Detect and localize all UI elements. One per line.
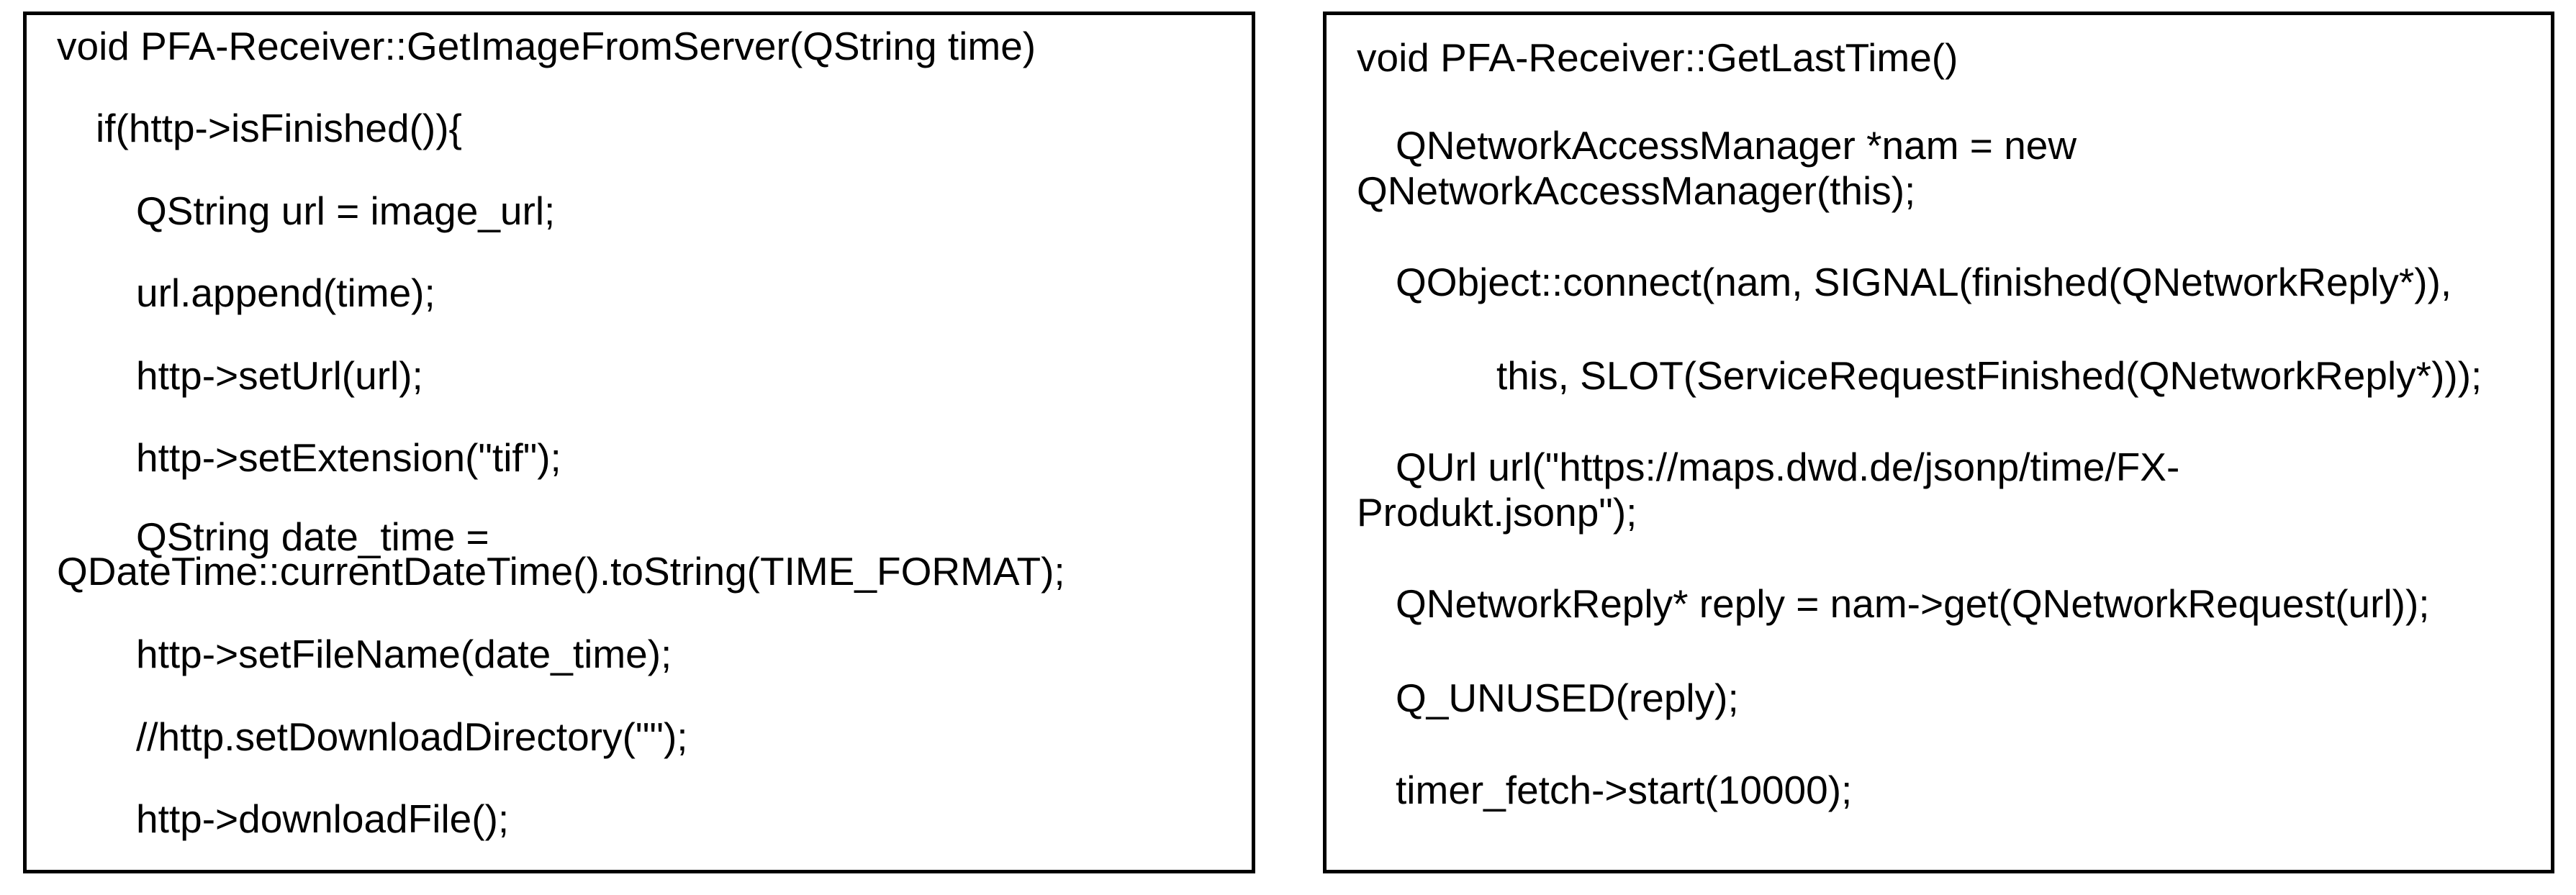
code-line: QUrl url("https://maps.dwd.de/jsonp/time… bbox=[1396, 445, 2180, 489]
code-line: if(http->isFinished()){ bbox=[96, 106, 462, 150]
code-line: void PFA-Receiver::GetLastTime() bbox=[1357, 35, 1958, 80]
code-line: url.append(time); bbox=[136, 271, 435, 315]
code-line: http->setUrl(url); bbox=[136, 353, 423, 398]
code-line: QString url = image_url; bbox=[136, 188, 556, 233]
code-line-continuation: QDateTime::currentDateTime().toString(TI… bbox=[57, 549, 1065, 594]
code-panel-get-image-from-server: void PFA-Receiver::GetImageFromServer(QS… bbox=[23, 12, 1255, 873]
code-line: http->downloadFile(); bbox=[136, 796, 510, 841]
code-line-continuation: Produkt.jsonp"); bbox=[1357, 490, 1637, 535]
code-line: timer_fetch->start(10000); bbox=[1396, 768, 1853, 812]
code-line-continuation: QNetworkAccessManager(this); bbox=[1357, 168, 1916, 213]
code-line: QNetworkAccessManager *nam = new bbox=[1396, 123, 2077, 168]
code-line: QObject::connect(nam, SIGNAL(finished(QN… bbox=[1396, 260, 2452, 304]
code-line: http->setExtension("tif"); bbox=[136, 435, 561, 480]
code-line: this, SLOT(ServiceRequestFinished(QNetwo… bbox=[1496, 353, 2482, 398]
code-line: Q_UNUSED(reply); bbox=[1396, 676, 1739, 720]
code-line: void PFA-Receiver::GetImageFromServer(QS… bbox=[57, 24, 1036, 68]
code-line: QString date_time = bbox=[136, 514, 489, 559]
code-line: http->setFileName(date_time); bbox=[136, 632, 672, 676]
code-line: QNetworkReply* reply = nam->get(QNetwork… bbox=[1396, 581, 2430, 626]
code-line: //http.setDownloadDirectory(""); bbox=[136, 714, 688, 759]
code-panel-get-last-time: void PFA-Receiver::GetLastTime() QNetwor… bbox=[1323, 12, 2554, 873]
